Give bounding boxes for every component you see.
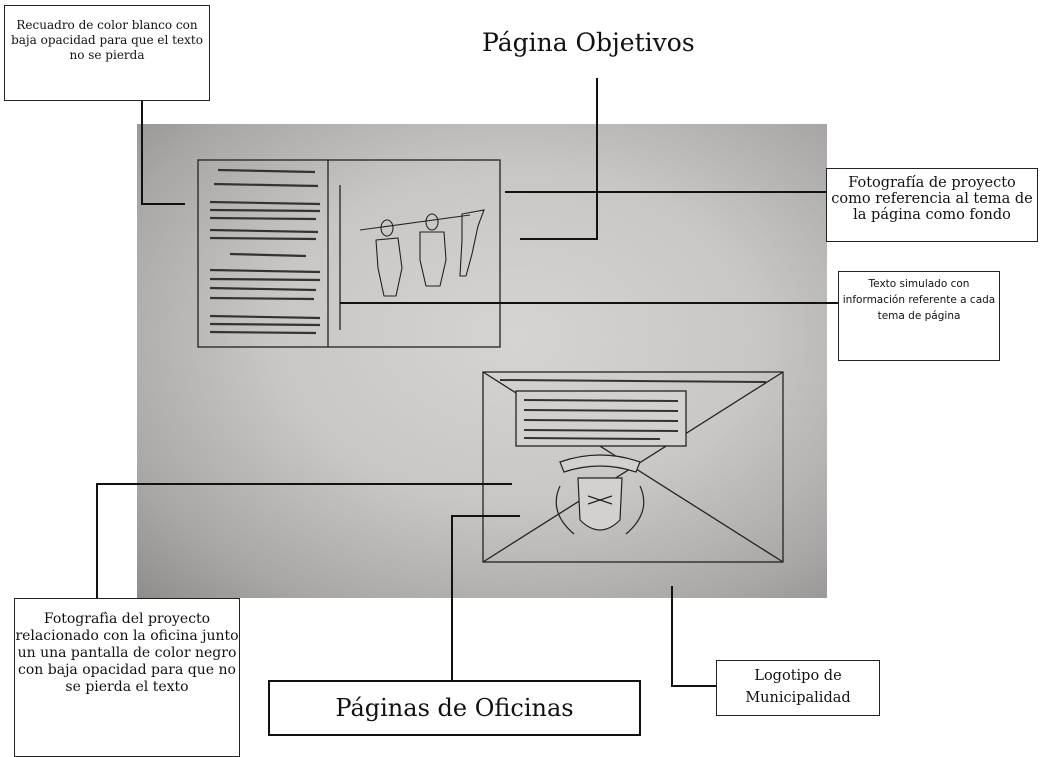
people-figures xyxy=(359,209,485,297)
objetivos-frame xyxy=(197,159,501,348)
annotation-simulated-text: Texto simulado con información referente… xyxy=(838,271,1000,361)
oficinas-wireframe xyxy=(482,371,784,563)
annotation-office-photo: Fotografìa del proyecto relacionado con … xyxy=(14,598,240,757)
page-title-oficinas: Páginas de Oficinas xyxy=(268,680,641,736)
connector-title-bottom xyxy=(451,515,520,680)
objetivos-wireframe xyxy=(197,159,501,348)
connector-top-left xyxy=(141,101,185,205)
scribble-text-lines xyxy=(209,168,321,335)
oficinas-frame xyxy=(482,371,784,563)
office-text-lines xyxy=(499,379,767,440)
connector-title-top xyxy=(520,78,598,240)
annotation-background-photo: Fotografía de proyecto como referencia a… xyxy=(826,168,1038,242)
annotation-white-box: Recuadro de color blanco con baja opacid… xyxy=(4,5,210,101)
connector-lines xyxy=(96,78,838,687)
municipal-logo xyxy=(555,454,645,535)
annotation-logo: Logotipo de Municipalidad xyxy=(716,660,880,716)
connector-bottom-left xyxy=(96,483,512,598)
connector-bottom-right xyxy=(671,586,716,687)
page-title-objetivos: Página Objetivos xyxy=(482,28,695,57)
